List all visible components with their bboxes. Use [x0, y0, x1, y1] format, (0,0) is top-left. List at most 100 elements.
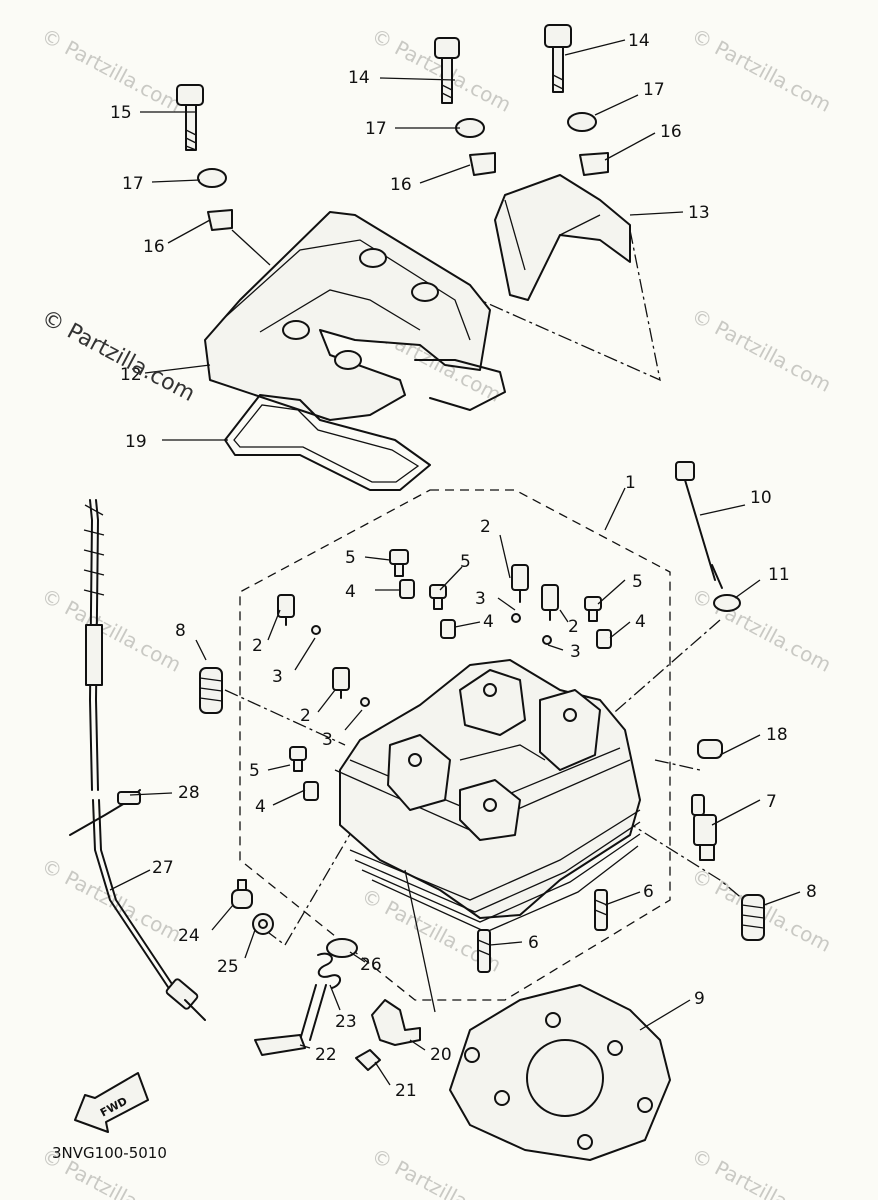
callout-labels: 1 2 2 2 2 3 3 3 3 4 4 4 4 5 5 5 5 6 6 7 … — [110, 31, 817, 1101]
clamp-28 — [69, 789, 141, 836]
valve-guide-2-top — [511, 564, 529, 603]
dowel-4-c — [596, 629, 612, 649]
cylinder-head-assembly-outline — [239, 489, 671, 1001]
callout-3: 3 — [475, 589, 486, 609]
right-side-parts — [449, 461, 765, 1161]
callout-5: 5 — [249, 761, 260, 781]
callout-18: 18 — [766, 725, 788, 745]
callout-5: 5 — [632, 572, 643, 592]
callout-17: 17 — [122, 174, 144, 194]
callout-23: 23 — [335, 1012, 357, 1032]
oring-8-left — [199, 667, 223, 714]
callout-15: 15 — [110, 103, 132, 123]
callout-6: 6 — [643, 882, 654, 902]
stud-6-b — [477, 929, 491, 973]
callout-2: 2 — [300, 706, 311, 726]
seal-26 — [326, 938, 358, 958]
callout-8: 8 — [806, 882, 817, 902]
bolt-15 — [176, 84, 204, 151]
callout-5: 5 — [345, 548, 356, 568]
dowel-4-d — [303, 781, 319, 801]
tube-guide-line — [264, 799, 371, 946]
spring-23 — [317, 952, 341, 989]
callout-19: 19 — [125, 432, 147, 452]
cylinder-head-cover — [204, 211, 491, 421]
callout-24: 24 — [178, 926, 200, 946]
washer-17-left — [197, 168, 227, 188]
grommet-16-left — [207, 209, 233, 231]
callout-2: 2 — [252, 636, 263, 656]
plug-18 — [697, 739, 723, 759]
washer-25 — [252, 913, 274, 935]
callout-16: 16 — [390, 175, 412, 195]
bolt-5-c — [584, 596, 602, 622]
callout-7: 7 — [766, 792, 777, 812]
oil-pipe-27 — [83, 499, 206, 1021]
clip-3-b — [360, 697, 370, 707]
bolt-5-b — [429, 584, 447, 610]
callout-17: 17 — [365, 119, 387, 139]
bolt-14-right — [544, 24, 572, 93]
spark-plug-7 — [691, 794, 717, 861]
callout-16: 16 — [143, 237, 165, 257]
screw-21 — [355, 1049, 381, 1071]
head-gasket-9 — [449, 984, 671, 1161]
bolt-10 — [675, 461, 723, 589]
callout-25: 25 — [217, 957, 239, 977]
callout-10: 10 — [750, 488, 772, 508]
plug-24 — [231, 879, 253, 909]
callout-8: 8 — [175, 621, 186, 641]
watermark: © Partzilla.com — [38, 583, 186, 677]
dowel-4-b — [440, 619, 456, 639]
callout-9: 9 — [694, 989, 705, 1009]
callout-14: 14 — [628, 31, 650, 51]
watermark: © Partzilla.com — [688, 583, 836, 677]
callout-4: 4 — [345, 582, 356, 602]
cylinder-head — [334, 659, 641, 933]
plug-guide-line — [599, 619, 721, 771]
oring-8-right — [741, 894, 765, 941]
callout-17: 17 — [643, 80, 665, 100]
head-cover-gasket — [224, 359, 506, 491]
callout-3: 3 — [322, 730, 333, 750]
callout-28: 28 — [178, 783, 200, 803]
valve-guide-2-right — [541, 584, 559, 621]
callout-1: 1 — [625, 473, 636, 493]
grommet-16-mid — [469, 152, 496, 176]
watermark-layer: © Partzilla.com © Partzilla.com © Partzi… — [38, 23, 836, 1200]
stud-6-a — [594, 889, 608, 931]
callout-27: 27 — [152, 858, 174, 878]
cover-guide-line — [479, 229, 661, 382]
clip-3-c — [511, 613, 521, 623]
watermark: © Partzilla.com — [688, 303, 836, 397]
watermark-main: © Partzilla.com — [37, 305, 199, 407]
callout-11: 11 — [768, 565, 790, 585]
oring-guide-line — [224, 689, 346, 746]
callout-5: 5 — [460, 552, 471, 572]
callout-4: 4 — [635, 612, 646, 632]
spark-plug-cover — [494, 174, 631, 301]
watermark: © Partzilla.com — [688, 1143, 836, 1200]
callout-13: 13 — [688, 203, 710, 223]
leader-lines — [109, 39, 801, 1086]
clip-3-d — [542, 635, 552, 645]
callout-3: 3 — [570, 642, 581, 662]
callout-21: 21 — [395, 1081, 417, 1101]
bolt-5-d — [289, 746, 307, 772]
shaft-22 — [254, 984, 327, 1056]
callout-20: 20 — [430, 1045, 452, 1065]
rocker-housing-left — [387, 734, 451, 811]
dowel-4-a — [399, 579, 415, 599]
rocker-housing-right — [539, 689, 601, 771]
watermark: © Partzilla.com — [688, 23, 836, 117]
callout-4: 4 — [483, 612, 494, 632]
washer-11 — [713, 594, 741, 612]
callout-3: 3 — [272, 667, 283, 687]
callout-2: 2 — [480, 517, 491, 537]
clip-3-a — [311, 625, 321, 635]
callout-12: 12 — [120, 365, 142, 385]
cover-bolts — [176, 24, 609, 231]
washer-17-right — [567, 112, 597, 132]
